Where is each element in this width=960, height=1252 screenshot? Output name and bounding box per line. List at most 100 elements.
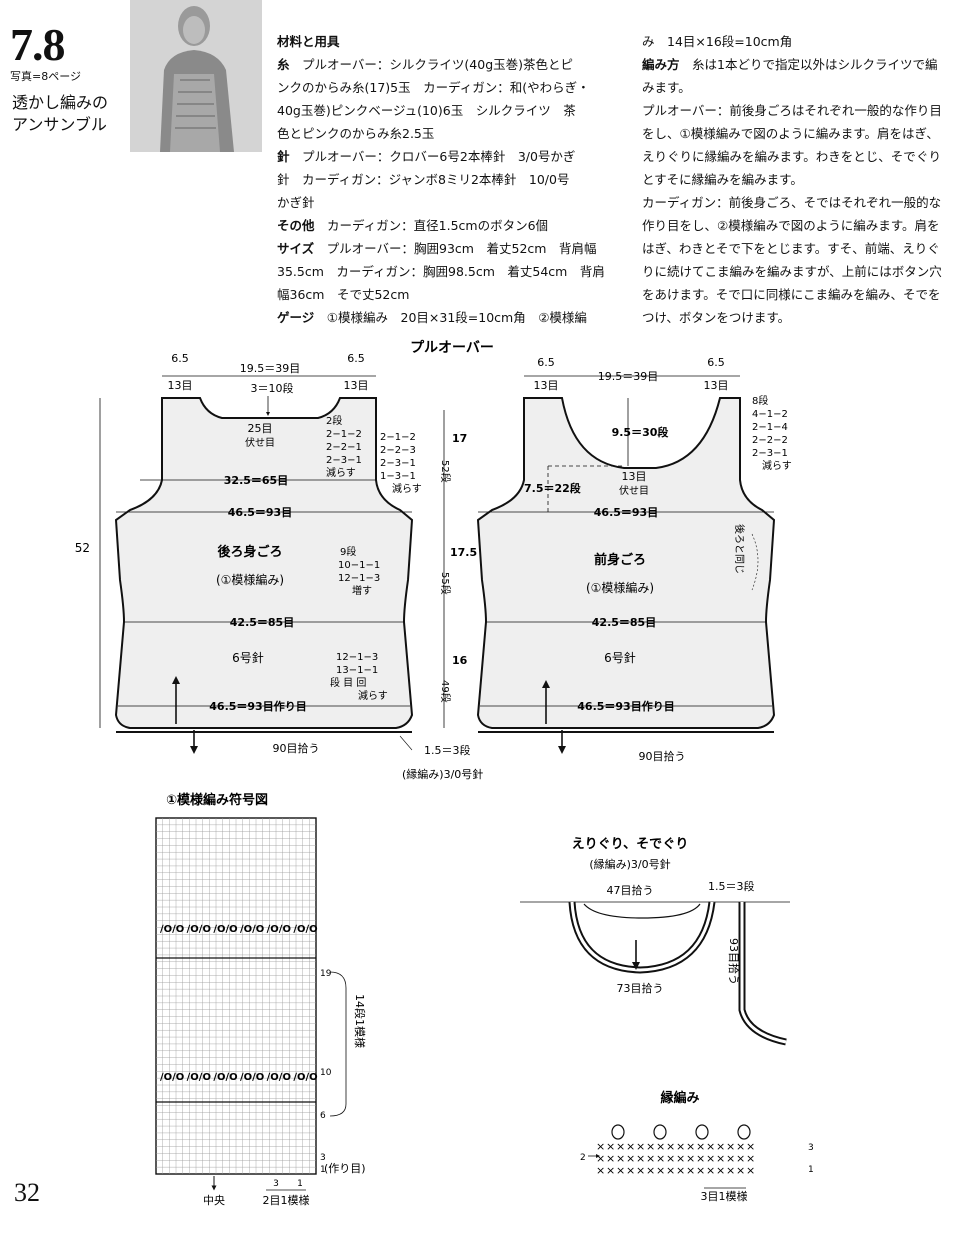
back-edge-leader (399, 735, 413, 751)
pullover-text-4: とすそに縁編みを編みます。 (642, 172, 803, 187)
front-bottom-width: 46.5＝93目作り目 (577, 699, 674, 713)
edging-sc-symbol: × (716, 1164, 725, 1177)
front-arm-1: 8段 (752, 394, 768, 407)
chart-lace-symbol: ∕O∕O (160, 1072, 184, 1083)
edging-repeat: 3目1模様 (701, 1189, 748, 1203)
chart-lace-symbol: ∕O∕O (240, 924, 264, 935)
size-text-2: 35.5cm カーディガン：胸囲98.5cm 着丈54cm 背肩 (277, 264, 605, 279)
gauge-line: ゲージ ①模様編み 20目×31段=10cm角 ②模様編 (277, 306, 612, 329)
edging-sc-symbol: × (736, 1140, 745, 1153)
chart-lace-symbol: ∕O∕O (160, 924, 184, 935)
back-sec-mid-rows: 55段 (439, 572, 452, 595)
edging-sc-symbol: × (666, 1152, 675, 1165)
pullover-text-3: えりぐりに縁編みを編みます。わきをとじ、そでぐり (642, 149, 942, 164)
back-shoulder-right-cm: 6.5 (347, 352, 365, 365)
edging-row-2: 2 (580, 1153, 586, 1163)
edging-sc-symbol: × (616, 1164, 625, 1177)
chart-lace-symbol: ∕O∕O (240, 1072, 264, 1083)
back-neck-depth: 3＝10段 (251, 381, 294, 395)
edging-title: 縁編み (660, 1090, 699, 1106)
chart-lace-symbol: ∕O∕O (213, 924, 237, 935)
front-body-name: 前身ごろ (594, 552, 646, 568)
armhole-edge-band-inner (740, 902, 787, 1044)
edging-sc-symbol: × (746, 1140, 755, 1153)
back-shoulder-right-sts: 13目 (344, 379, 369, 392)
edging-sc-symbol: × (626, 1164, 635, 1177)
front-waist-width: 42.5＝85目 (592, 616, 656, 629)
edging-sc-symbol: × (646, 1140, 655, 1153)
front-arm-5: 2−3−1 (752, 448, 788, 459)
edging-sc-symbol: × (676, 1140, 685, 1153)
edging-sc-symbol: × (686, 1140, 695, 1153)
edging-sc-symbol: × (736, 1164, 745, 1177)
needle-text-3: かぎ針 (277, 195, 315, 210)
gauge-continued: み 14目×16段=10cm角 (642, 34, 793, 49)
front-body-diagram: 6.5 13目 19.5＝39目 6.5 13目 9.5＝30段 13目 伏せ目… (476, 356, 792, 763)
back-arm-dec-1: 2−1−2 (380, 432, 416, 443)
photo-reference: 写真=8ページ (10, 70, 81, 83)
front-body-shape (476, 397, 776, 729)
other-text: カーディガン：直径1.5cmのボタン6個 (327, 218, 549, 233)
back-neck-dec-1: 2段 (326, 414, 342, 427)
neck-diagram-subtitle: (縁編み)3/0号針 (589, 857, 670, 871)
back-body-diagram: 6.5 13目 19.5＝39目 6.5 13目 3＝10段 25目 伏せ目 2… (75, 352, 484, 781)
method-label: 編み方 (642, 57, 680, 72)
back-bottom-width: 46.5＝93目作り目 (209, 699, 306, 713)
edging-sc-symbol: × (676, 1164, 685, 1177)
front-needle: 6号針 (604, 650, 636, 665)
neck-edge-band (568, 901, 716, 974)
chart-lace-symbol: ∕O∕O (293, 924, 317, 935)
other-label: その他 (277, 218, 315, 233)
edging-sc-symbol: × (606, 1164, 615, 1177)
needle-line-1: 針 プルオーバー：クロバー6号2本棒針 3/0号かぎ (277, 145, 612, 168)
back-total-length: 52 (75, 541, 90, 555)
edging-picot-symbol (611, 1124, 625, 1140)
cardigan-text-5: をあけます。そで口に同様にこま編みを編み、そでを (642, 287, 941, 302)
front-arm-3: 2−1−4 (752, 422, 788, 433)
edging-sc-symbol: × (636, 1152, 645, 1165)
back-arm-dec-2: 2−2−3 (380, 445, 416, 456)
needle-text-1: プルオーバー：クロバー6号2本棒針 3/0号かぎ (302, 149, 576, 164)
edging-sc-symbol: × (706, 1140, 715, 1153)
materials-heading: 材料と用具 (277, 34, 340, 49)
size-label: サイズ (277, 241, 315, 256)
pattern-number: 7.8 (10, 19, 65, 70)
edging-sc-symbol: × (616, 1140, 625, 1153)
edging-sc-symbol: × (656, 1152, 665, 1165)
chart-row-6: 6 (320, 1111, 326, 1121)
edging-sc-symbol: × (676, 1152, 685, 1165)
back-shoulder-left-sts: 13目 (168, 379, 193, 392)
front-body-pattern: (①模様編み) (586, 580, 654, 595)
title-line-1: 透かし編みの (12, 93, 109, 112)
edging-sc-symbol: × (596, 1152, 605, 1165)
chart-col-3: 3 (273, 1179, 279, 1189)
back-body-pattern: (①模様編み) (216, 572, 284, 587)
back-dec-2: 13−1−1 (336, 665, 378, 676)
front-chest-width: 46.5＝93目 (594, 506, 658, 519)
neck-armhole-diagram: えりぐり、そでぐり (縁編み)3/0号針 47目拾う 1.5＝3段 73目拾う … (520, 837, 790, 1046)
back-body-name: 後ろ身ごろ (217, 544, 282, 560)
edging-sc-symbol: × (656, 1140, 665, 1153)
back-waist-width: 42.5＝85目 (230, 616, 294, 629)
edging-sc-symbol: × (716, 1140, 725, 1153)
cardigan-text-2: 作り目をし、②模様編みで図のように編みます。肩を (642, 218, 940, 233)
chart-row-10: 10 (320, 1068, 332, 1078)
back-decrease-lower: 減らす (358, 689, 388, 702)
back-inc-1: 9段 (340, 545, 356, 558)
edging-sc-symbol: × (666, 1164, 675, 1177)
back-neck-dec-3: 2−2−1 (326, 442, 362, 453)
stitch-chart: ①模様編み符号図 ∕O∕O∕O∕O∕O∕O∕O∕O∕O∕O∕O∕O∕O∕O∕O∕… (155, 792, 367, 1207)
back-arm-decrease: 減らす (392, 482, 422, 495)
edging-sc-symbol: × (686, 1152, 695, 1165)
edging-sc-symbol: × (626, 1140, 635, 1153)
front-neck-depth: 9.5＝30段 (612, 425, 669, 439)
edging-chart: 縁編み ××××××××××××××××××××××××××××××××××××… (580, 1090, 814, 1203)
back-shoulder-left-cm: 6.5 (171, 352, 189, 365)
back-neck-width: 19.5＝39目 (240, 362, 301, 375)
armhole-pickup: 93目拾う (727, 938, 741, 985)
edging-sc-symbol: × (656, 1164, 665, 1177)
front-neck-bindoff: 13目 (622, 470, 647, 483)
chart-lace-symbol: ∕O∕O (187, 1072, 211, 1083)
back-sec-mid-cm: 17.5 (450, 546, 477, 559)
cardigan-text-6: つけ、ボタンをつけます。 (642, 310, 791, 325)
